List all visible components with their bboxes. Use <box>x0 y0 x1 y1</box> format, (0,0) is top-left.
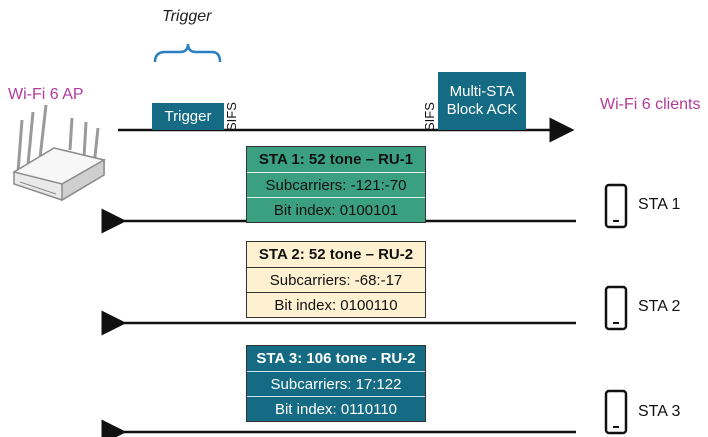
phone-icon-sta2 <box>604 285 628 331</box>
sta3-label: STA 3 <box>638 403 681 420</box>
clients-label: Wi-Fi 6 clients <box>600 96 701 113</box>
ap-label: Wi-Fi 6 AP <box>8 86 84 103</box>
phone-icon-sta3 <box>604 389 628 435</box>
sta2-label: STA 2 <box>638 298 681 315</box>
sta1-label: STA 1 <box>638 196 681 213</box>
sta1-title: STA 1: 52 tone – RU-1 <box>258 151 414 168</box>
phone-icon-sta1 <box>604 183 628 229</box>
trigger-caption: Trigger <box>162 8 212 25</box>
sta1-subcarriers: Subcarriers: -121:-70 <box>247 172 425 197</box>
ack-frame-line1: Multi-STA <box>449 83 515 100</box>
ack-frame-line2: Block ACK <box>446 101 518 118</box>
sta3-ru-block: STA 3: 106 tone - RU-2 Subcarriers: 17:1… <box>246 345 426 422</box>
sta2-subcarriers: Subcarriers: -68:-17 <box>247 267 425 292</box>
sifs-label-2: SIFS <box>422 102 437 131</box>
sta1-ru-block: STA 1: 52 tone – RU-1 Subcarriers: -121:… <box>246 146 426 223</box>
sta2-ru-block: STA 2: 52 tone – RU-2 Subcarriers: -68:-… <box>246 241 426 318</box>
sta1-bit-index: Bit index: 0100101 <box>247 197 425 222</box>
sta3-title: STA 3: 106 tone - RU-2 <box>256 350 416 367</box>
sifs-label-1: SIFS <box>224 102 239 131</box>
sta2-bit-index: Bit index: 0100110 <box>247 292 425 317</box>
trigger-frame: Trigger <box>152 103 224 130</box>
access-point-icon <box>12 104 107 202</box>
sta2-title: STA 2: 52 tone – RU-2 <box>258 246 414 263</box>
sta3-subcarriers: Subcarriers: 17:122 <box>247 371 425 396</box>
multi-sta-block-ack-frame: Multi-STA Block ACK <box>438 72 526 130</box>
sta3-bit-index: Bit index: 0110110 <box>247 396 425 421</box>
trigger-brace <box>153 43 222 63</box>
